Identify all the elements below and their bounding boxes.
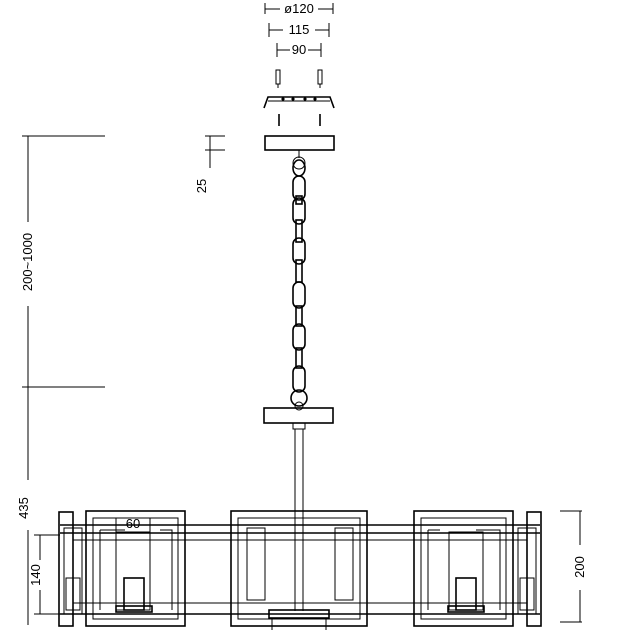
dim-label-shade-height: 140 <box>28 564 43 586</box>
suspension-chain <box>290 150 308 411</box>
dim-total-height: 435 <box>16 387 31 625</box>
mounting-screws <box>275 69 323 88</box>
center-stem <box>294 429 304 611</box>
dim-canopy-diameter: ø120 <box>264 1 334 16</box>
dim-canopy-width: 115 <box>268 22 330 37</box>
dim-chain-length: 200~1000 <box>20 135 105 388</box>
dim-label-drum-height: 200 <box>572 556 587 578</box>
dim-label-chain-length: 200~1000 <box>20 233 35 291</box>
dim-label-diameter: ø120 <box>284 1 314 16</box>
hub-finial <box>292 422 306 430</box>
dim-label-screw-spacing: 90 <box>292 42 306 57</box>
canopy-screws <box>278 114 321 126</box>
dim-label-canopy-width: 115 <box>289 22 310 37</box>
dim-screw-spacing: 90 <box>276 42 322 57</box>
lamp-body <box>58 510 542 630</box>
dim-label-canopy-height: 25 <box>194 179 209 193</box>
dim-shade-width: 60 <box>115 516 151 532</box>
canopy <box>264 135 335 151</box>
dim-drum-height: 200 <box>560 510 587 623</box>
dim-canopy-height: 25 <box>194 135 225 193</box>
dim-label-total-height: 435 <box>16 497 31 519</box>
dim-label-shade-width: 60 <box>126 516 140 531</box>
dim-shade-height: 140 <box>28 534 60 615</box>
mounting-bracket <box>263 96 335 109</box>
